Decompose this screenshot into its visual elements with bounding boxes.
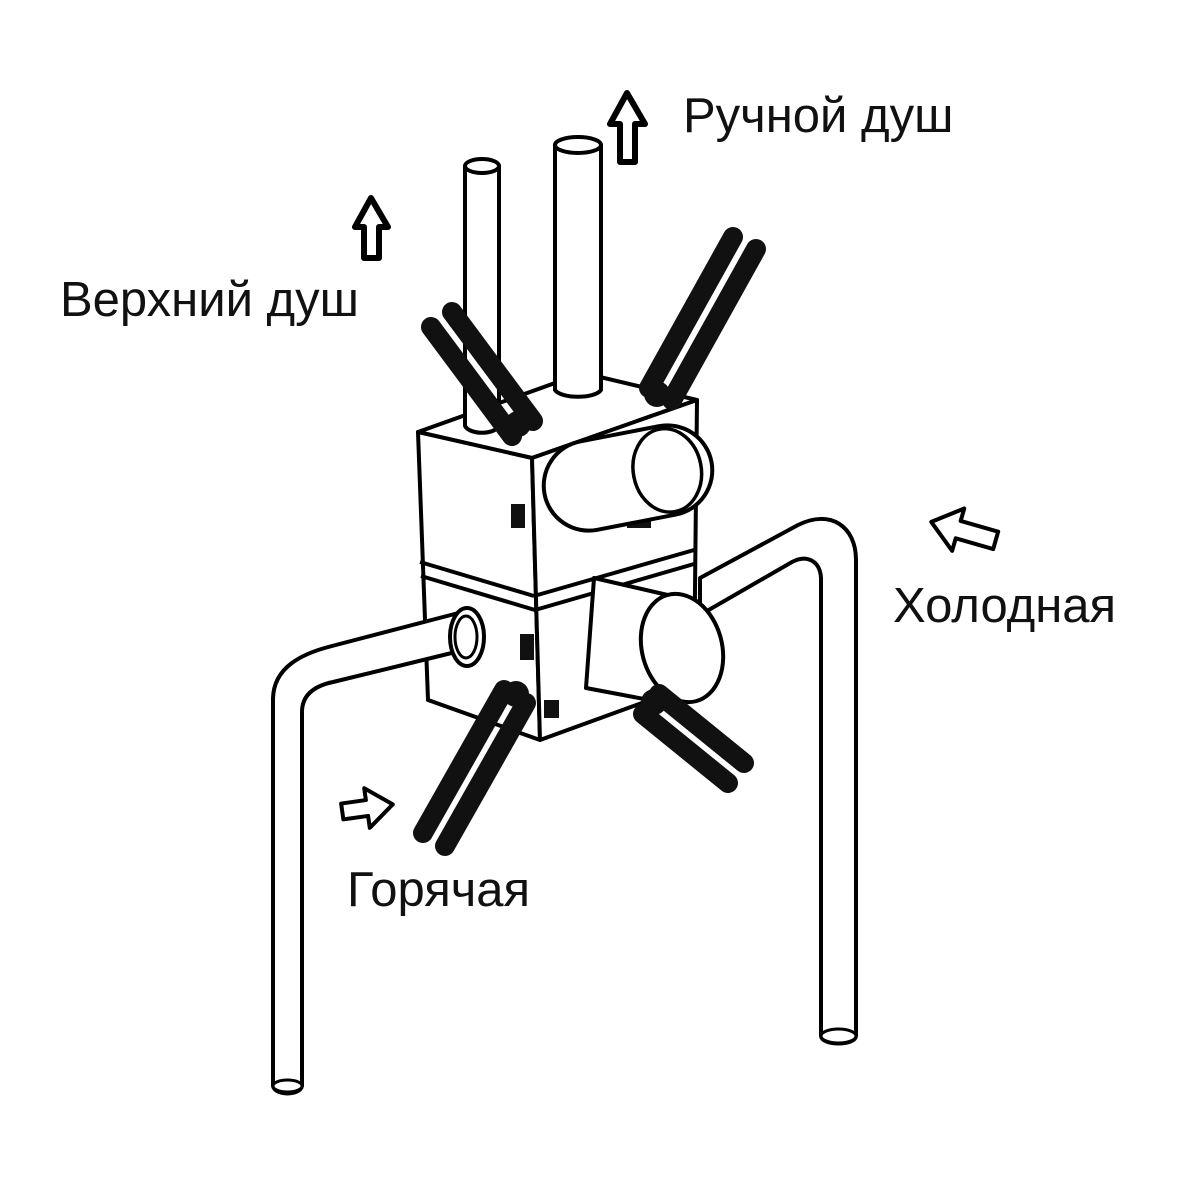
lever-bottom-left — [413, 680, 536, 856]
hand-shower-label: Ручной душ — [683, 89, 954, 143]
overhead-shower-label: Верхний душ — [60, 273, 359, 327]
cold-inlet-pipe — [698, 516, 858, 1046]
overhead-pipe-opening — [463, 157, 501, 175]
valve-levers — [413, 227, 766, 856]
cold-flow-arrow-icon — [929, 506, 1001, 553]
lever-top-left — [421, 302, 543, 446]
lever-top-right — [639, 227, 766, 410]
hand-shower-pipe — [553, 135, 603, 399]
hot-inlet-socket — [448, 606, 486, 668]
cold-supply-label: Холодная — [893, 579, 1117, 633]
hot-supply-label: Горячая — [347, 863, 531, 917]
hot-inlet-pipe — [271, 606, 486, 1096]
hand-shower-pipe-opening — [553, 135, 603, 155]
lever-bottom-right — [633, 684, 754, 793]
overhead-shower-up-arrow-icon — [352, 195, 391, 261]
hand-shower-up-arrow-icon — [607, 90, 648, 165]
lever-hubs — [503, 381, 670, 715]
valve-body-seam — [419, 548, 695, 612]
hot-flow-arrow-icon — [339, 786, 395, 830]
flow-arrows — [339, 90, 1001, 830]
diverter-knob — [541, 423, 715, 533]
mixer-knob — [584, 576, 726, 705]
